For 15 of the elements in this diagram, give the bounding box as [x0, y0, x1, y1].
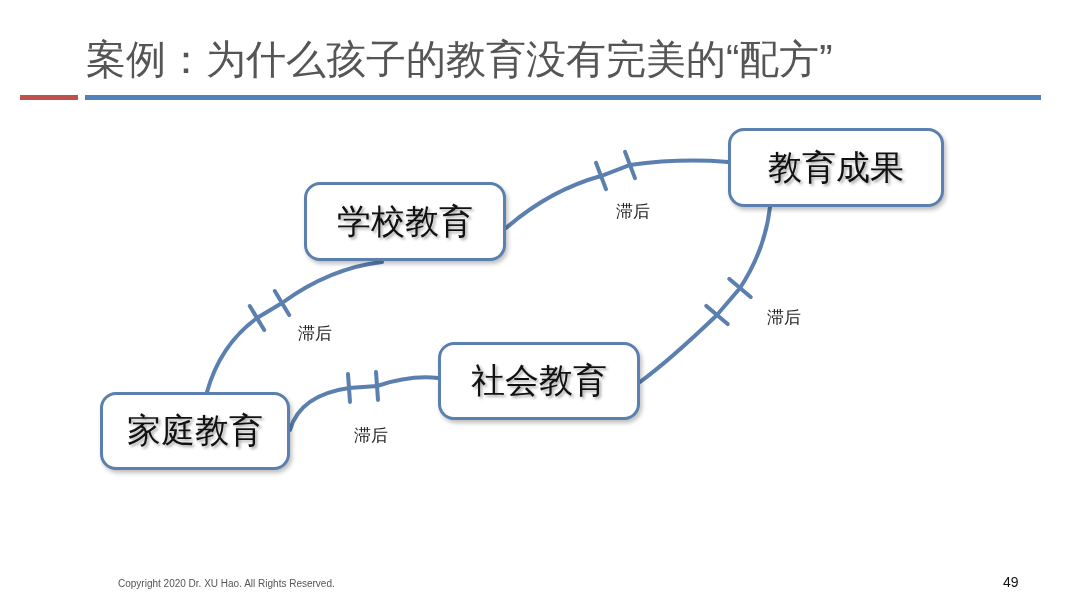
process-box: [100, 392, 290, 470]
process-box: [304, 182, 506, 261]
lag-connector: [504, 149, 730, 230]
copyright-note: Copyright 2020 Dr. XU Hao. All Rights Reserved.: [118, 578, 335, 589]
box-label: 家庭教育: [127, 410, 263, 451]
process-box: [438, 342, 640, 420]
lag-connector: [638, 205, 772, 384]
box-label: 教育成果: [768, 146, 904, 188]
box-label: 学校教育: [337, 200, 473, 242]
lag-connector: [288, 370, 440, 432]
process-box: [728, 128, 944, 207]
box-label: 社会教育: [471, 360, 607, 401]
slide-title: 案例：为什么孩子的教育没有完美的“配方”: [86, 36, 833, 83]
lag-connector: [205, 260, 384, 394]
page-number: 49: [1003, 574, 1019, 590]
